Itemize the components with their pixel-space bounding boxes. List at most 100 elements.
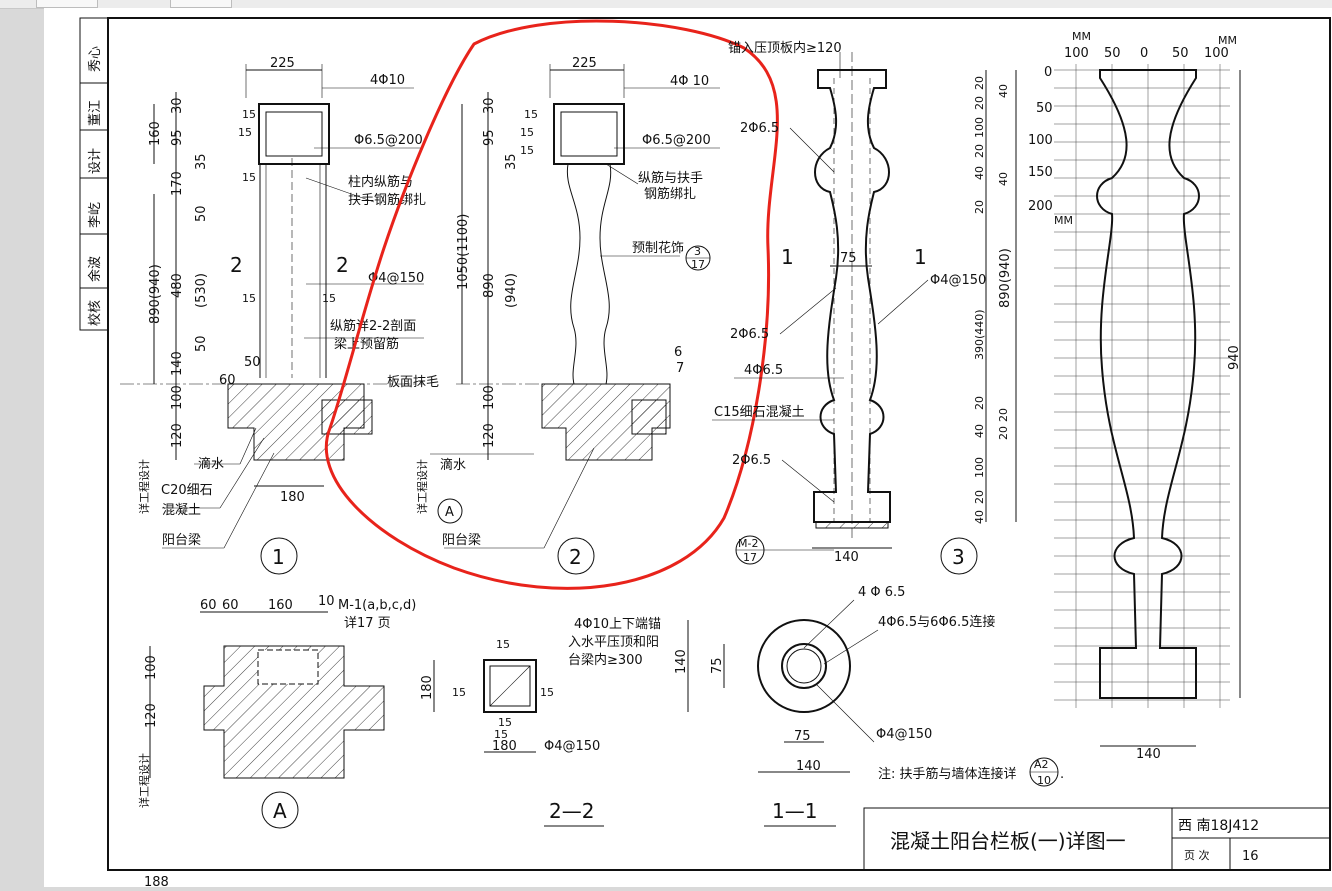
dim-label: 15 xyxy=(496,638,510,651)
dim-label: 30 xyxy=(482,97,497,114)
dim-label: 100 xyxy=(973,117,986,138)
dim-label: 890 xyxy=(482,273,497,298)
dim-label: 30 xyxy=(170,97,185,114)
x-tick: 0 xyxy=(1140,46,1148,61)
signoff-label: 设计 xyxy=(88,148,103,174)
annotation: 滴水 xyxy=(440,457,466,473)
dim-label: 940 xyxy=(1227,345,1242,370)
section-cut-mark: 2 xyxy=(336,253,349,277)
dim-label: 15 xyxy=(322,292,336,305)
signoff-label: 校核 xyxy=(87,300,103,326)
dim-label: 100 xyxy=(170,385,185,410)
rebar-label: Φ4@150 xyxy=(930,273,986,288)
section-2-2: 4Φ10上下端锚 入水平压顶和阳 台梁内≥300 15 15 15 15 15 … xyxy=(420,617,661,827)
drawing-title: 混凝土阳台栏板(一)详图一 xyxy=(890,829,1126,853)
unit-label: MM xyxy=(1218,34,1237,47)
x-tick: 100 xyxy=(1204,46,1229,61)
dim-label: 75 xyxy=(840,251,857,266)
grid-detail: MM MM MM 100 50 0 50 100 0 50 100 150 20… xyxy=(1028,30,1242,762)
ref-number: 3 xyxy=(694,245,701,258)
annotation: 入水平压顶和阳 xyxy=(568,635,659,650)
annotation: 4Φ10上下端锚 xyxy=(574,617,661,632)
annotation: C20细石 xyxy=(161,483,213,498)
annotation: 钢筋绑扎 xyxy=(644,186,696,202)
viewer-page-number: 188 xyxy=(144,875,169,887)
ref-number: M-2 xyxy=(738,537,758,550)
toolbar-button[interactable] xyxy=(36,0,98,8)
dim-label: 120 xyxy=(482,423,497,448)
unit-label: MM xyxy=(1072,30,1091,43)
drawing-border xyxy=(107,17,1331,871)
annotation: 详工程设计 xyxy=(137,753,151,808)
footnote: 注: 扶手筋与墙体连接详 xyxy=(878,766,1017,782)
x-tick: 50 xyxy=(1172,46,1189,61)
dim-label: 120 xyxy=(144,703,159,728)
dim-label: 140 xyxy=(674,649,689,674)
section-label: 1—1 xyxy=(772,799,817,823)
section-cut-mark: 1 xyxy=(781,245,794,269)
detail-number: 3 xyxy=(952,545,965,569)
annotation: 柱内纵筋与 xyxy=(348,174,413,190)
rebar-label: 2Φ6.5 xyxy=(732,453,771,468)
annotation: 纵筋与扶手 xyxy=(638,170,703,186)
y-tick: 0 xyxy=(1044,65,1052,80)
dim-label: 100 xyxy=(482,385,497,410)
ref-number: 10 xyxy=(1037,774,1051,787)
dim-label: 15 xyxy=(498,716,512,729)
y-tick: 200 xyxy=(1028,199,1053,214)
dim-label: 225 xyxy=(270,56,295,71)
dim-label: 50 xyxy=(194,205,209,222)
section-cut-mark: 2 xyxy=(230,253,243,277)
rebar-label: 4Φ 10 xyxy=(670,74,709,89)
dim-label: 15 xyxy=(520,126,534,139)
ref-number: 17 xyxy=(691,258,705,271)
detail-3: 锚入压顶板内≥120 2Φ6.5 2Φ6.5 4Φ6.5 2Φ6.5 75 Φ4… xyxy=(712,40,1017,575)
dim-label: 890(940) xyxy=(998,248,1013,308)
annotation: 纵筋详2-2剖面 xyxy=(330,318,416,334)
dim-label: 20 xyxy=(973,96,986,110)
dim-label: 20 xyxy=(973,490,986,504)
annotation: 扶手钢筋绑扎 xyxy=(348,192,426,208)
y-tick: 100 xyxy=(1028,133,1053,148)
page-label: 页 次 xyxy=(1184,848,1210,862)
page-value: 16 xyxy=(1242,849,1259,864)
toolbar-button[interactable] xyxy=(170,0,232,8)
annotation: 滴水 xyxy=(198,456,224,472)
dim-label: 160 xyxy=(268,598,293,613)
dim-label: 140 xyxy=(170,351,185,376)
y-tick: 150 xyxy=(1028,165,1053,180)
dim-label: 6 xyxy=(674,345,682,360)
dim-label: 20 xyxy=(973,396,986,410)
annotation: 台梁内≥300 xyxy=(568,652,643,668)
ref-number: A2 xyxy=(1034,758,1049,771)
annotation: 板面抹毛 xyxy=(387,375,439,390)
dim-label: 100 xyxy=(973,457,986,478)
dim-label: 1050(1100) xyxy=(456,214,471,290)
dim-label: 95 xyxy=(482,129,497,146)
dim-label: 225 xyxy=(572,56,597,71)
grid-lines xyxy=(1054,64,1230,708)
dim-label: 15 xyxy=(494,728,508,741)
dim-label: 40 xyxy=(973,424,986,438)
red-markup-circle xyxy=(324,19,779,590)
annotation: 锚入压顶板内≥120 xyxy=(728,40,842,56)
rebar-label: Φ4@150 xyxy=(368,271,424,286)
dim-label: 40 xyxy=(973,166,986,180)
annotation: 详工程设计 xyxy=(137,459,151,514)
dim-label: 480 xyxy=(170,273,185,298)
dim-label: 140 xyxy=(834,550,859,565)
dim-label: 20 xyxy=(973,144,986,158)
annotation: 梁上预留筋 xyxy=(334,336,399,352)
dim-label: 60 xyxy=(222,598,239,613)
x-tick: 50 xyxy=(1104,46,1121,61)
detail-2: 225 30 95 35 890 (940) 100 120 1050(1100… xyxy=(415,56,720,575)
dim-label: 50 xyxy=(194,335,209,352)
dim-label: 20 xyxy=(997,426,1010,440)
annotation: C15细石混凝土 xyxy=(714,404,805,420)
unit-label: MM xyxy=(1054,214,1073,227)
annotation: 预制花饰 xyxy=(632,240,684,256)
callout-letter: A xyxy=(273,799,287,823)
dim-label: (530) xyxy=(194,273,209,308)
footnote: . xyxy=(1060,767,1064,782)
rebar-label: 4Φ10 xyxy=(370,73,405,88)
